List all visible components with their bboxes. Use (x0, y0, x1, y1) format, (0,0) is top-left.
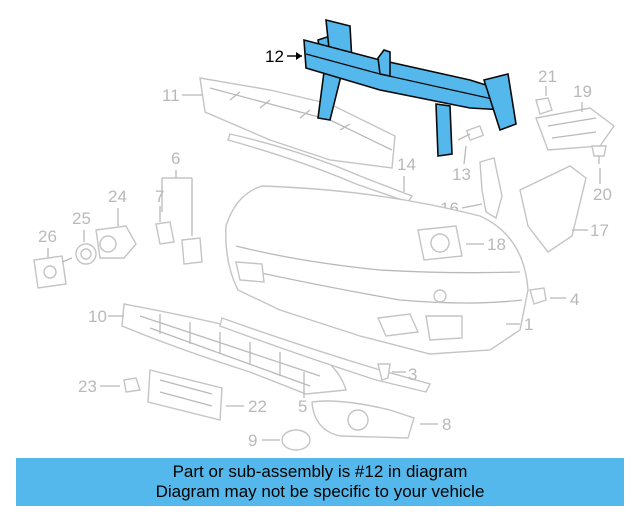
caption-line-1: Part or sub-assembly is #12 in diagram (172, 462, 468, 481)
callout-10: 10 (88, 307, 107, 326)
part-5-spoiler[interactable] (219, 317, 432, 393)
callout-4: 4 (570, 290, 579, 309)
caption-banner: Part or sub-assembly is #12 in diagram D… (16, 458, 624, 506)
callout-22: 22 (248, 397, 267, 416)
part-18-fog-lamp[interactable] (417, 225, 463, 261)
part-8-fog-cover[interactable] (311, 400, 415, 439)
leader-13 (463, 145, 467, 165)
part-6-bracket[interactable] (181, 237, 203, 265)
callout-17: 17 (590, 221, 609, 240)
part-19-bracket[interactable] (535, 107, 615, 151)
part-13-bolt[interactable] (457, 125, 485, 141)
callout-7: 7 (155, 187, 164, 206)
part-20-screw[interactable] (591, 145, 607, 164)
callout-1: 1 (524, 315, 533, 334)
part-17-guide[interactable] (519, 165, 587, 253)
part-9-cap[interactable] (281, 429, 311, 451)
leader-12-arrow-icon (296, 52, 302, 60)
callout-6: 6 (171, 149, 180, 168)
callout-12: 12 (265, 47, 284, 66)
callout-20: 20 (593, 185, 612, 204)
callout-14: 14 (397, 155, 416, 174)
callout-11: 11 (162, 86, 180, 105)
leader-16 (461, 203, 483, 209)
callout-26: 26 (38, 227, 57, 246)
callout-18: 18 (487, 235, 506, 254)
callout-3: 3 (408, 365, 417, 384)
parts-diagram: 11 14 12 13 21 19 20 (33, 18, 615, 451)
callout-23: 23 (78, 377, 97, 396)
part-24-sensor[interactable] (95, 225, 137, 259)
leader-6 (161, 170, 193, 236)
callout-25: 25 (72, 209, 91, 228)
part-23-screw[interactable] (123, 377, 141, 393)
part-1-bumper-cover[interactable] (225, 185, 529, 355)
part-12-reinforcement-bar[interactable] (303, 18, 517, 157)
part-7-bracket[interactable] (155, 221, 175, 245)
callout-9: 9 (248, 431, 257, 450)
part-21-clip[interactable] (535, 97, 553, 115)
part-10-grille[interactable] (121, 303, 347, 395)
part-26-holder[interactable] (33, 255, 73, 289)
callout-19: 19 (573, 82, 592, 101)
callout-21: 21 (538, 67, 557, 86)
callout-8: 8 (442, 415, 451, 434)
part-3-clip[interactable] (377, 363, 391, 381)
caption-line-2: Diagram may not be specific to your vehi… (155, 482, 485, 501)
part-25-grommet[interactable] (75, 243, 97, 265)
callout-5: 5 (298, 397, 307, 416)
part-16-bracket[interactable] (479, 157, 503, 220)
part-22-plate-bracket[interactable] (147, 369, 223, 421)
part-4-bolt[interactable] (529, 287, 547, 305)
callout-13: 13 (452, 165, 471, 184)
callout-24: 24 (108, 187, 127, 206)
